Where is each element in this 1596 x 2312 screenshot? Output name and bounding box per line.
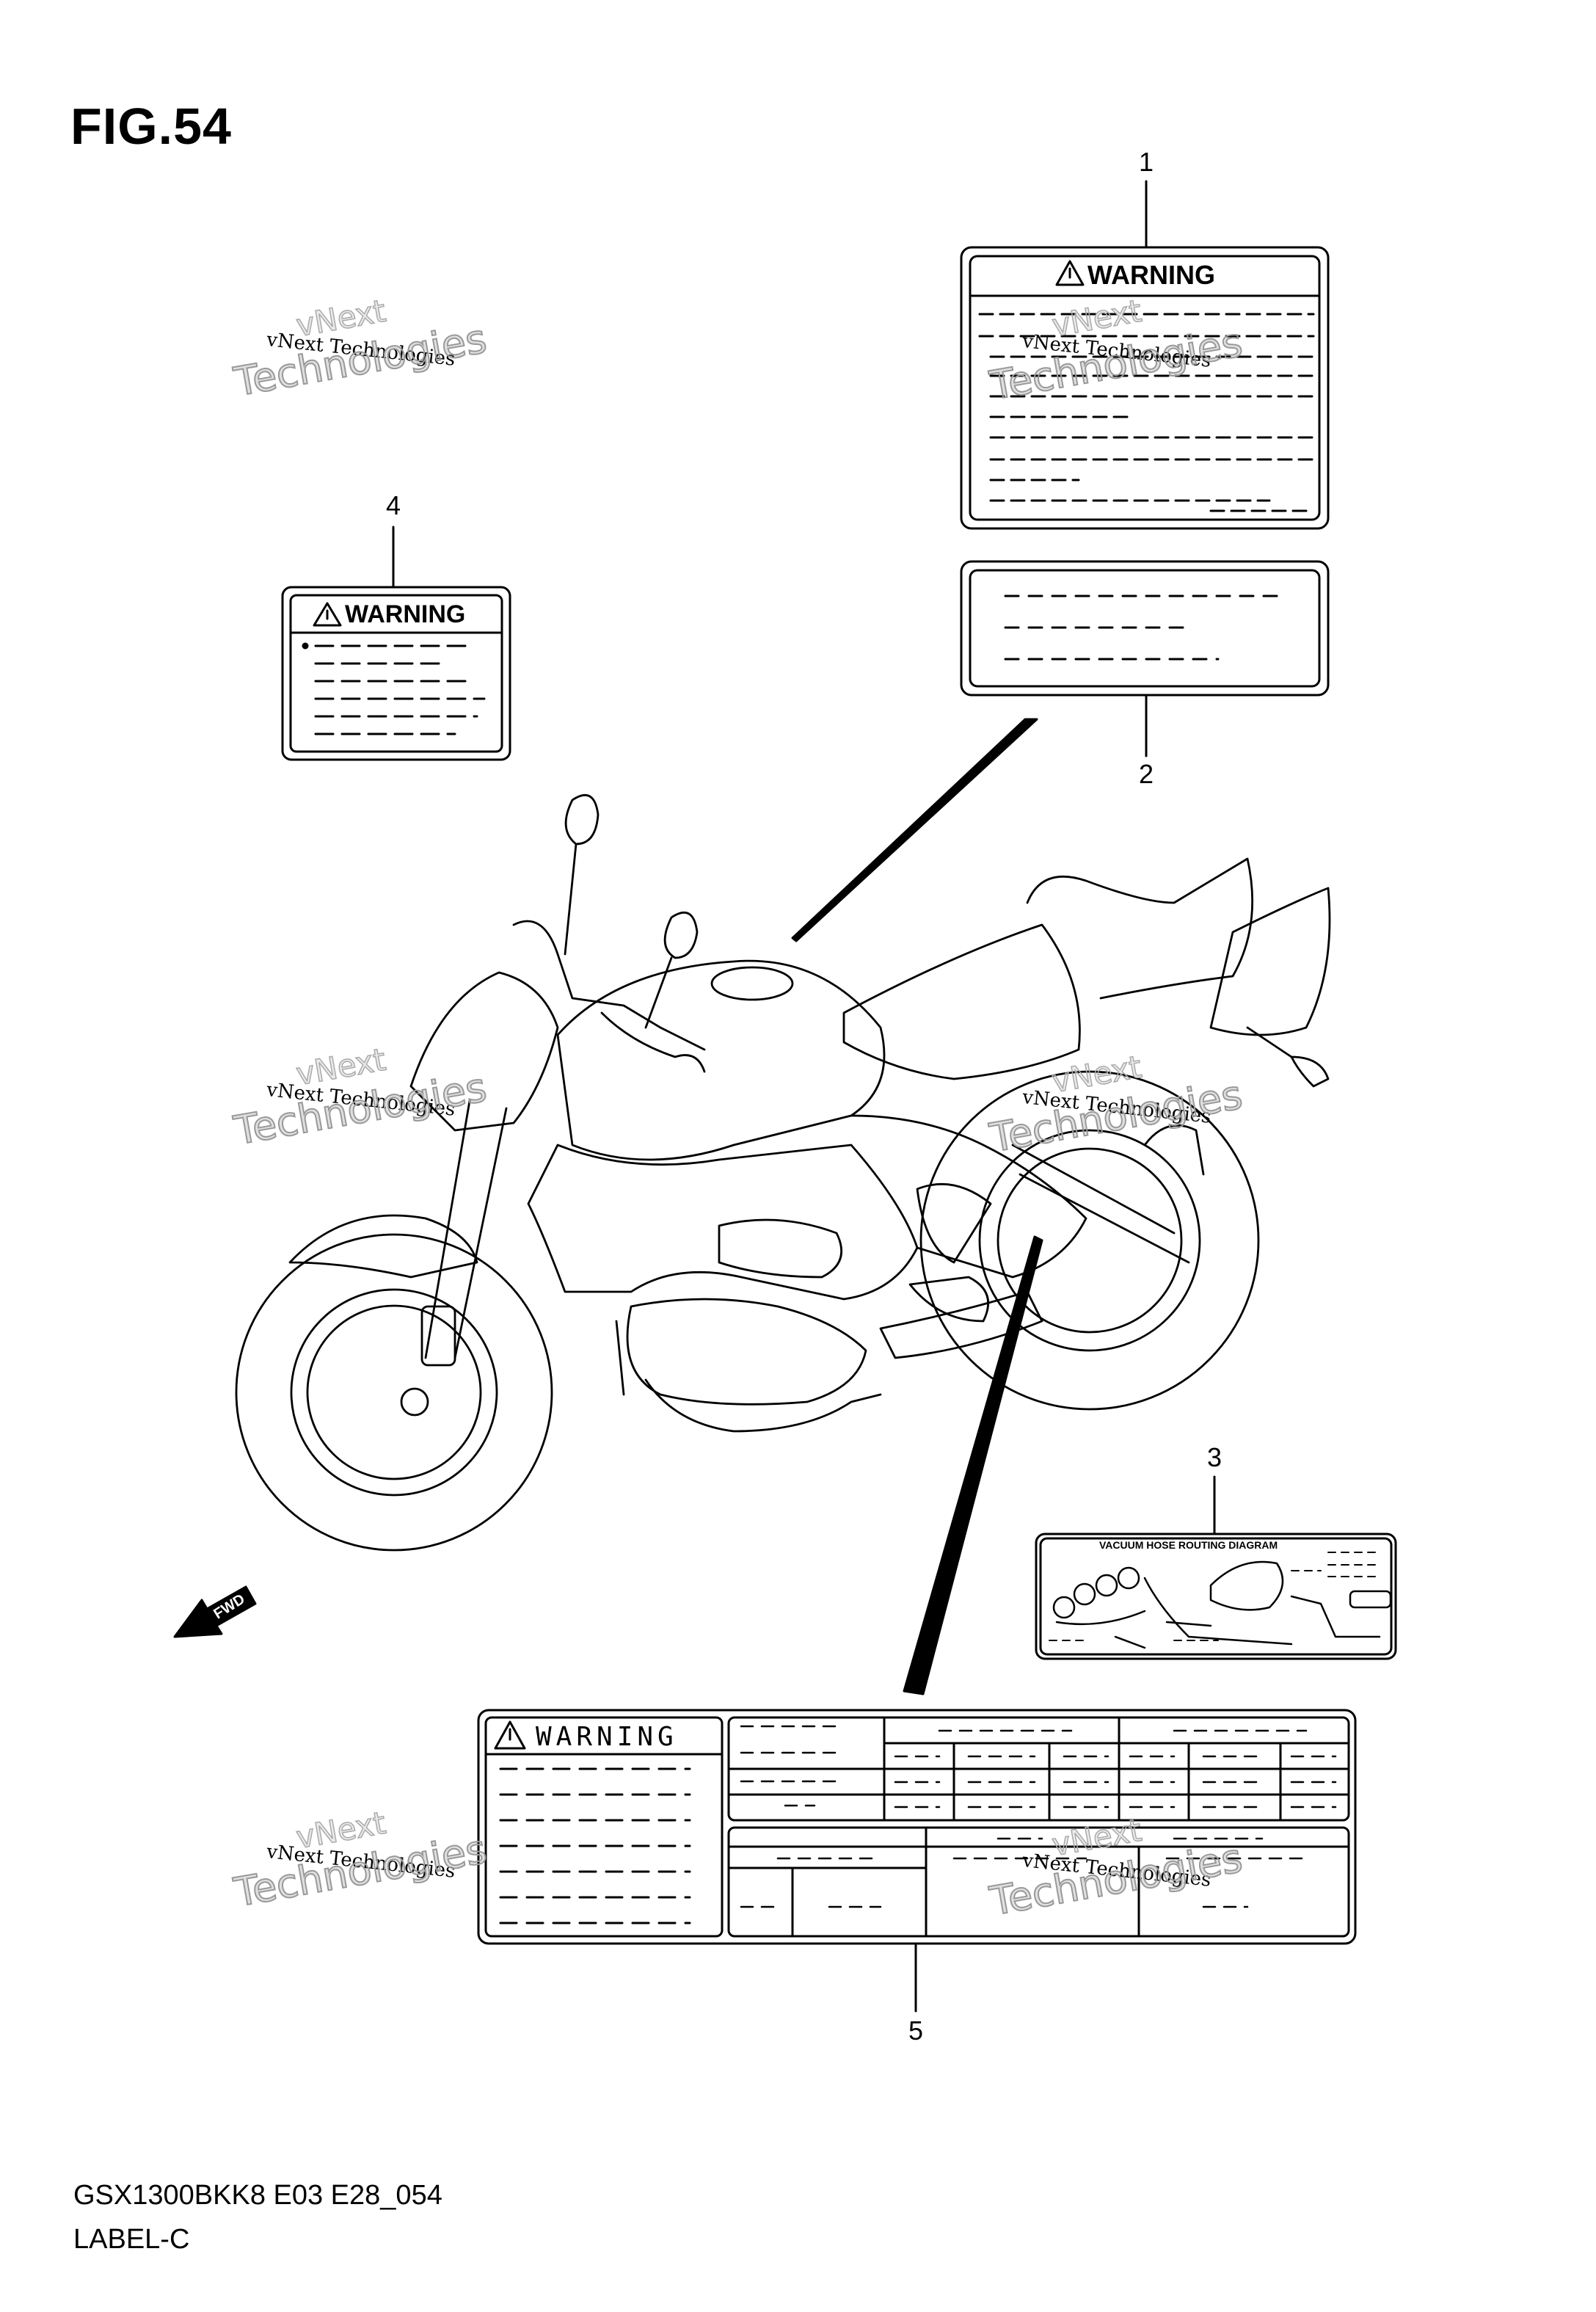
diagram-name: LABEL-C — [73, 2224, 190, 2255]
warning-triangle-4 — [313, 602, 342, 627]
label-1-warning-heading: WARNING — [1087, 260, 1215, 290]
warning-triangle-5 — [494, 1720, 526, 1750]
label-3-heading: VACUUM HOSE ROUTING DIAGRAM — [1099, 1539, 1278, 1551]
label-5-warning-heading: WARNING — [536, 1722, 678, 1752]
label-1-text-lines — [978, 313, 1315, 512]
pointer-wedge-top — [791, 718, 1038, 942]
callout-1: 1 — [1138, 147, 1154, 177]
callout-4: 4 — [385, 490, 401, 520]
label-4-outline — [281, 586, 511, 761]
callout-3: 3 — [1206, 1442, 1222, 1472]
warning-triangle-1 — [1055, 260, 1085, 286]
vacuum-diagram-art — [1052, 1560, 1392, 1649]
callout-5: 5 — [908, 2015, 924, 2046]
label-2-outline — [960, 560, 1330, 697]
label-4-warning-heading: WARNING — [345, 600, 466, 628]
fwd-arrow-shape — [173, 1585, 257, 1638]
diagram-code: GSX1300BKK8 E03 E28_054 — [73, 2180, 442, 2211]
label-1-outline — [960, 246, 1330, 530]
callout-2: 2 — [1138, 759, 1154, 789]
motorcycle-drawing — [235, 793, 1331, 1552]
pointer-wedge-bottom — [903, 1235, 1043, 1695]
figure-title: FIG.54 — [70, 98, 232, 155]
